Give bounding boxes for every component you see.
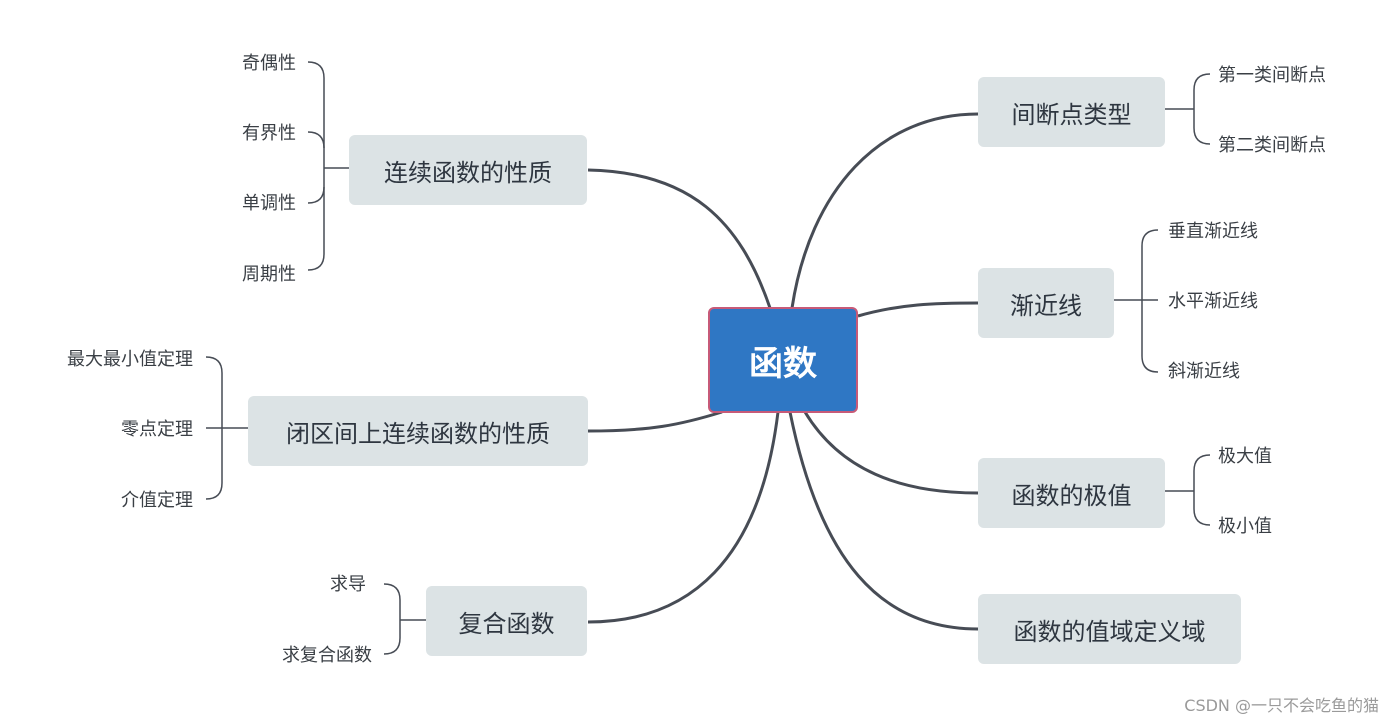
leaf-minimum[interactable]: 极小值 [1218,516,1272,537]
leaf-intermediate-value-theorem[interactable]: 介值定理 [121,490,193,511]
link-root-domain [788,411,979,631]
link-root-discontinuity [790,112,979,309]
branch-closed-interval[interactable]: 闭区间上连续函数的性质 [248,396,588,466]
root-node[interactable]: 函数 [708,307,858,413]
leaf-boundedness[interactable]: 有界性 [242,123,296,144]
branch-discontinuity[interactable]: 间断点类型 [978,77,1165,147]
leaf-first-kind[interactable]: 第一类间断点 [1218,65,1326,86]
branch-domain[interactable]: 函数的值域定义域 [978,594,1241,664]
watermark: CSDN @一只不会吃鱼的猫 [1184,696,1379,715]
link-root-closed-interval [587,410,723,433]
leaf-derivative[interactable]: 求导 [330,574,366,595]
brace-extremum [1193,454,1211,526]
brace-continuity [307,61,325,271]
leaf-periodicity[interactable]: 周期性 [242,264,296,285]
leaf-oblique-asymptote[interactable]: 斜渐近线 [1168,361,1240,382]
brace-composite [383,583,401,655]
brace-asymptote [1141,229,1159,373]
leaf-max-min-theorem[interactable]: 最大最小值定理 [67,349,193,370]
link-root-asymptote [857,301,979,318]
leaf-horizontal-asymptote[interactable]: 水平渐近线 [1168,291,1258,312]
leaf-second-kind[interactable]: 第二类间断点 [1218,135,1326,156]
branch-continuity[interactable]: 连续函数的性质 [349,135,587,205]
link-root-continuity [587,168,772,309]
link-root-extremum [803,411,979,495]
leaf-find-composite[interactable]: 求复合函数 [282,645,372,666]
leaf-monotonicity[interactable]: 单调性 [242,193,296,214]
leaf-maximum[interactable]: 极大值 [1218,446,1272,467]
leaf-zero-theorem[interactable]: 零点定理 [121,419,193,440]
branch-asymptote[interactable]: 渐近线 [978,268,1114,338]
link-root-composite [587,411,780,624]
branch-composite[interactable]: 复合函数 [426,586,587,656]
leaf-vertical-asymptote[interactable]: 垂直渐近线 [1168,221,1258,242]
branch-extremum[interactable]: 函数的极值 [978,458,1165,528]
leaf-parity[interactable]: 奇偶性 [242,53,296,74]
brace-discontinuity [1193,73,1211,145]
